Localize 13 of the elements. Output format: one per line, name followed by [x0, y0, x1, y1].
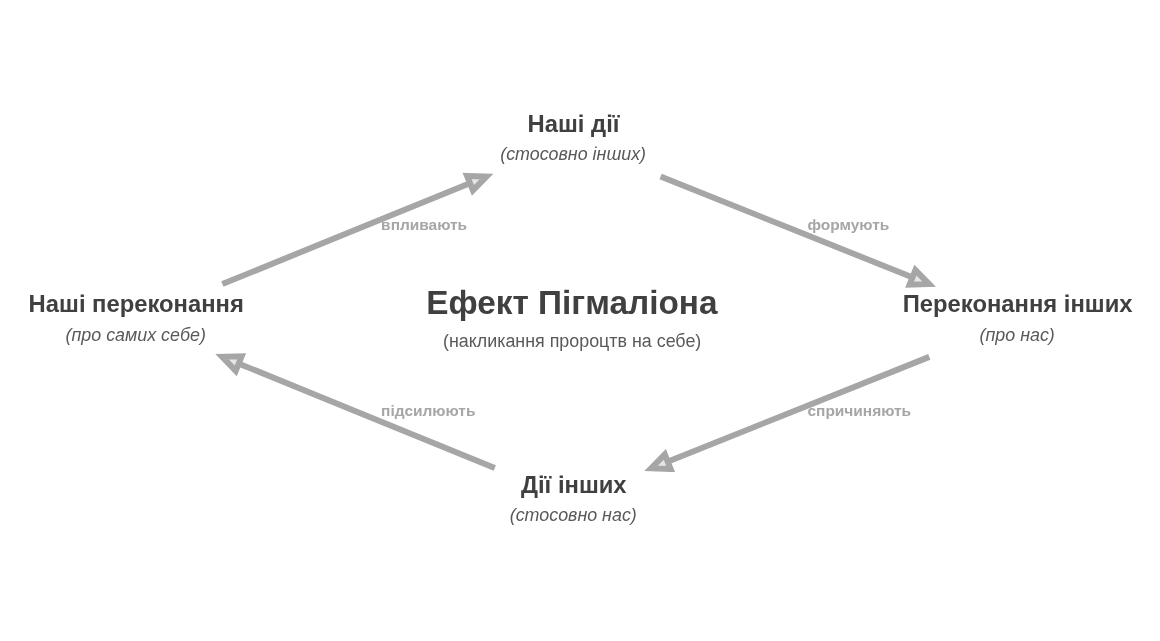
node-text: Наші дії (стосовно інших) [500, 109, 647, 165]
node-text: Наші переконання (про самих себе) [28, 290, 244, 345]
node-text: Ефект Пігмаліона (накликання пророцтв на себе) [426, 283, 718, 351]
arrow [215, 353, 496, 471]
edge-label: формують [807, 216, 890, 234]
edge-label: підсилюють [381, 402, 476, 420]
node-text: Переконання інших (про нас) [902, 290, 1133, 345]
arrow [644, 354, 931, 473]
edge-label: впливають [381, 216, 468, 234]
arrow [659, 173, 936, 288]
arrow [221, 172, 494, 287]
edge-label: спричиняють [807, 402, 912, 420]
node-text: Дії інших (стосовно нас) [509, 470, 637, 526]
